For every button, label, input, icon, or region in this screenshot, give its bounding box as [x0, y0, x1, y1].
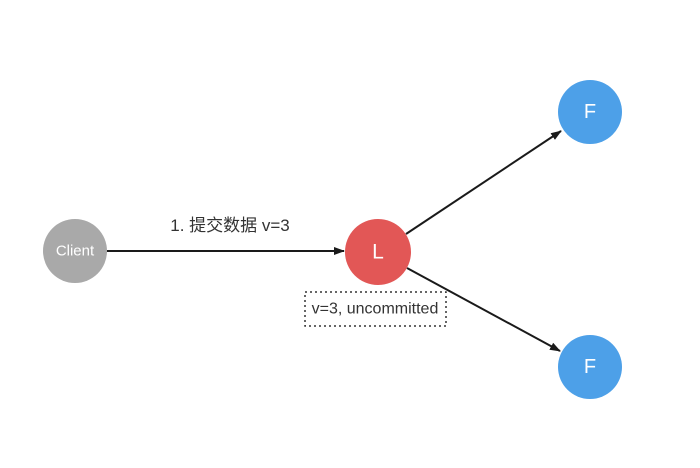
follower-top-node: F: [558, 80, 622, 144]
leader-node-circle: [345, 219, 411, 285]
client-node-label: Client: [56, 243, 95, 260]
follower-bottom-node-label: F: [584, 356, 596, 378]
leader-node: L: [345, 219, 411, 285]
leader-node-label: L: [372, 241, 384, 264]
client-node-circle: [43, 219, 107, 283]
client-to-leader-arrow-label: 1. 提交数据 v=3: [170, 216, 290, 235]
status-note-label: v=3, uncommitted: [312, 301, 439, 318]
follower-bottom-node: F: [558, 335, 622, 399]
client-node: Client: [43, 219, 107, 283]
leader-to-follower-bottom-arrow: [406, 267, 561, 352]
follower-top-node-circle: [558, 80, 622, 144]
status-note-box: v=3, uncommitted: [304, 291, 447, 327]
follower-top-node-label: F: [584, 101, 596, 123]
follower-bottom-node-circle: [558, 335, 622, 399]
status-note-border: [304, 291, 447, 327]
leader-to-follower-top-arrow: [405, 130, 562, 235]
